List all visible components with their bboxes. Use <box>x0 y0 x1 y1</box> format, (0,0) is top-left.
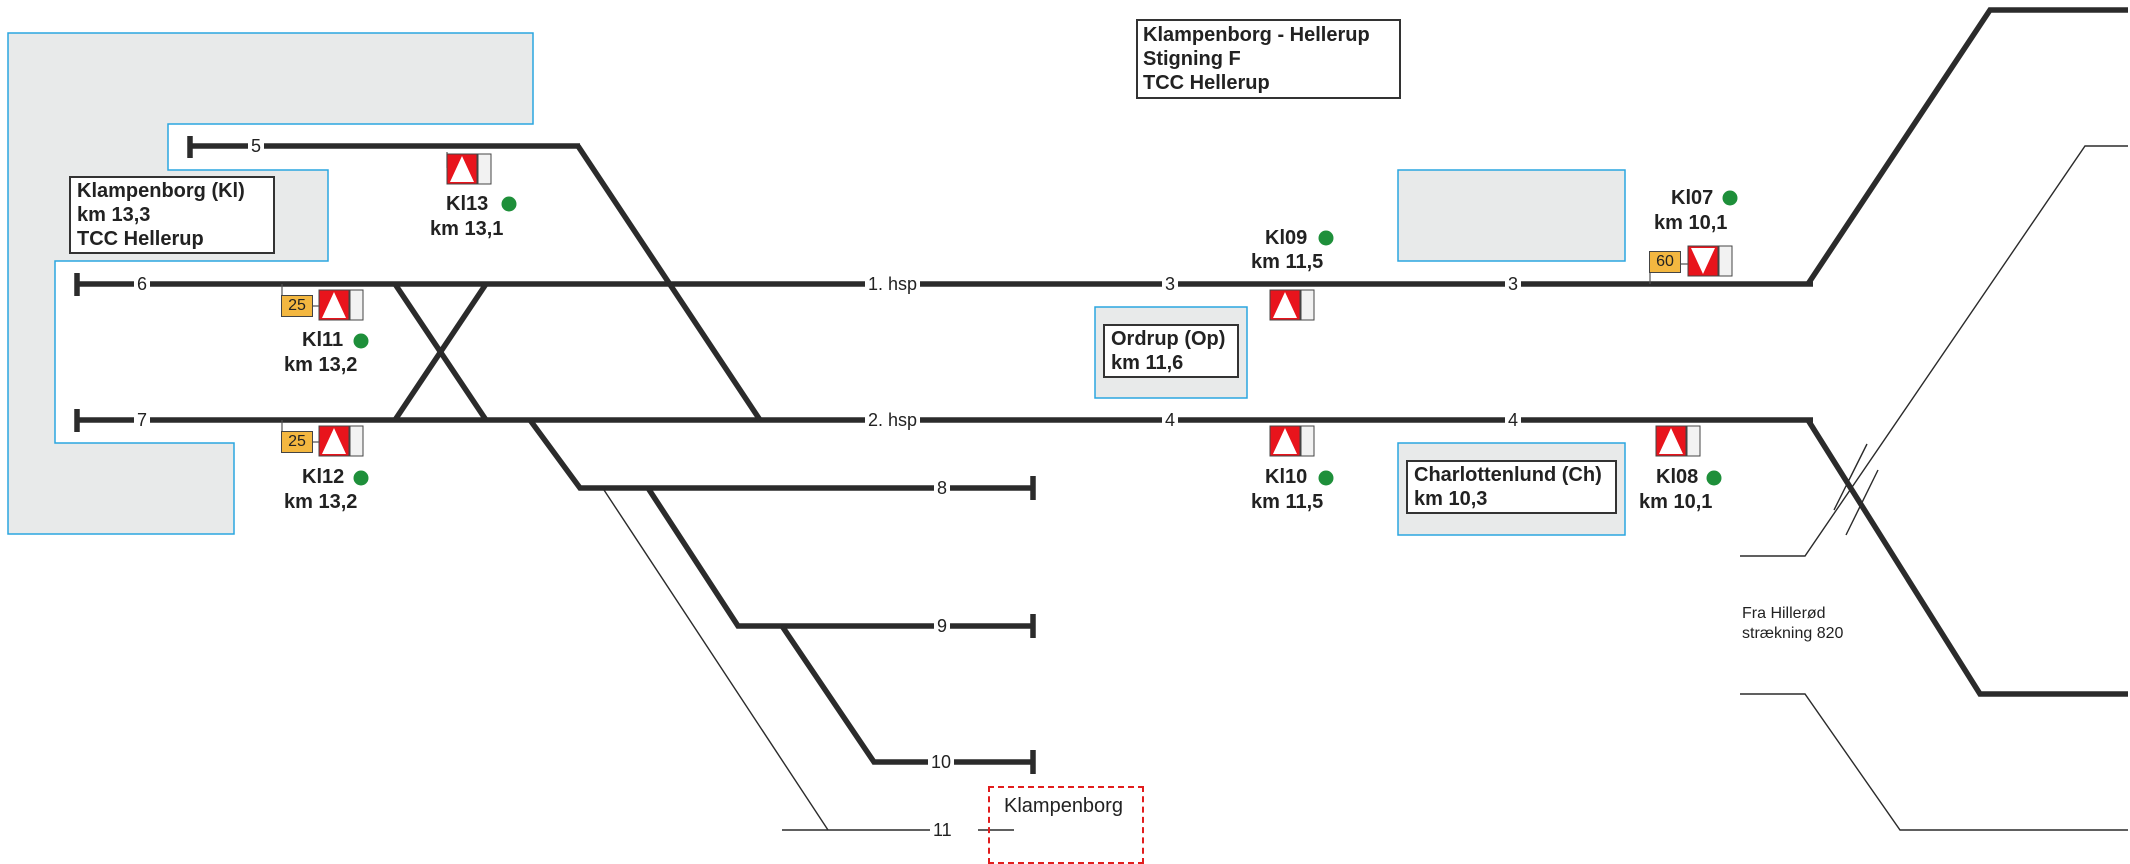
signal-kl12-km: km 13,2 <box>284 491 358 513</box>
title-line-2: Stigning F <box>1143 48 1241 70</box>
line-hillerod-lower <box>1740 693 2128 831</box>
signal-kl13-km: km 13,1 <box>430 218 504 240</box>
track-label-4b: 4 <box>1505 410 1522 430</box>
speed-board-kl12: 25 <box>281 431 313 453</box>
track-8 <box>527 418 1033 491</box>
signal-kl11-km: km 13,2 <box>284 354 358 376</box>
speed-board-connectors <box>281 263 1688 443</box>
station-klampenborg-name: Klampenborg (Kl) <box>77 180 245 202</box>
track-9 <box>645 486 1033 629</box>
station-ordrup: Ordrup (Op) km 11,6 <box>1103 324 1239 378</box>
signal-kl10 <box>1269 425 1315 457</box>
diagram-title-box: Klampenborg - Hellerup Stigning F TCC He… <box>1136 19 1401 99</box>
note-from-line-2: strækning 820 <box>1742 625 1844 642</box>
signal-kl11 <box>318 289 364 321</box>
track-label-8: 8 <box>934 478 951 498</box>
signal-kl07 <box>1687 245 1733 277</box>
dot-kl08 <box>1706 470 1722 486</box>
track-label-3a: 3 <box>1162 274 1179 294</box>
station-klampenborg-tcc: TCC Hellerup <box>77 228 204 250</box>
klampenborg-dashed-tag: Klampenborg <box>988 786 1144 864</box>
track-10 <box>779 624 1033 765</box>
signal-kl10-km: km 11,5 <box>1251 491 1324 513</box>
track-3-exit <box>1805 7 2128 286</box>
track-label-7: 7 <box>134 410 151 430</box>
track-label-10: 10 <box>928 752 955 772</box>
signal-kl12 <box>318 425 364 457</box>
platform-klampenborg <box>7 32 534 535</box>
track-4-exit <box>1805 418 2128 697</box>
station-charlottenlund-km: km 10,3 <box>1414 488 1488 510</box>
signal-kl08-km: km 10,1 <box>1639 491 1713 513</box>
speed-board-kl11: 25 <box>281 295 313 317</box>
track-label-2hsp: 2. hsp <box>865 410 921 430</box>
track-label-11: 11 <box>930 820 955 840</box>
signal-kl10-id: Kl10 <box>1265 466 1308 488</box>
station-charlottenlund-name: Charlottenlund (Ch) <box>1414 464 1602 486</box>
note-from-hillerod: Fra Hillerød strækning 820 <box>1742 604 1843 644</box>
station-klampenborg: Klampenborg (Kl) km 13,3 TCC Hellerup <box>69 176 275 254</box>
title-line-3: TCC Hellerup <box>1143 72 1270 94</box>
speed-board-kl07: 60 <box>1649 251 1681 273</box>
dot-kl11 <box>353 333 369 349</box>
dot-kl13 <box>501 196 517 212</box>
crossing-mark-1 <box>1833 443 1868 511</box>
note-from-line-1: Fra Hillerød <box>1742 605 1826 622</box>
tracks <box>74 7 2128 774</box>
signal-kl09 <box>1269 289 1315 321</box>
signal-kl13-id: Kl13 <box>446 193 489 215</box>
line-diagonal-klampenborg <box>603 489 829 831</box>
dot-kl10 <box>1318 470 1334 486</box>
signal-dots <box>353 190 1738 486</box>
platform-charlottenlund-upper <box>1397 169 1626 262</box>
signal-kl12-id: Kl12 <box>302 466 345 488</box>
track-label-9: 9 <box>934 616 951 636</box>
signal-kl11-id: Kl11 <box>302 329 344 351</box>
station-ordrup-km: km 11,6 <box>1111 352 1184 374</box>
track-label-5: 5 <box>248 136 265 156</box>
station-charlottenlund: Charlottenlund (Ch) km 10,3 <box>1406 460 1617 514</box>
klampenborg-tag-label: Klampenborg <box>1004 795 1123 817</box>
dot-kl12 <box>353 470 369 486</box>
crossover-b <box>392 282 489 422</box>
track-label-4a: 4 <box>1162 410 1179 430</box>
signal-kl08-id: Kl08 <box>1656 466 1699 488</box>
track-label-6: 6 <box>134 274 151 294</box>
line-hillerod-upper <box>1740 145 2128 557</box>
dot-kl07 <box>1722 190 1738 206</box>
title-line-1: Klampenborg - Hellerup <box>1143 24 1370 46</box>
signal-kl08 <box>1655 425 1701 457</box>
signal-kl07-km: km 10,1 <box>1654 212 1728 234</box>
signal-kl09-km: km 11,5 <box>1251 251 1324 273</box>
secondary-lines <box>603 145 2128 831</box>
station-ordrup-name: Ordrup (Op) <box>1111 328 1226 350</box>
dot-kl09 <box>1318 230 1334 246</box>
signal-kl13 <box>446 152 492 185</box>
signal-kl09-id: Kl09 <box>1265 227 1308 249</box>
track-label-1hsp: 1. hsp <box>865 274 921 294</box>
track-label-3b: 3 <box>1505 274 1522 294</box>
station-klampenborg-km: km 13,3 <box>77 204 151 226</box>
signal-kl07-id: Kl07 <box>1671 187 1714 209</box>
switch-5-to-2hsp <box>575 144 763 422</box>
